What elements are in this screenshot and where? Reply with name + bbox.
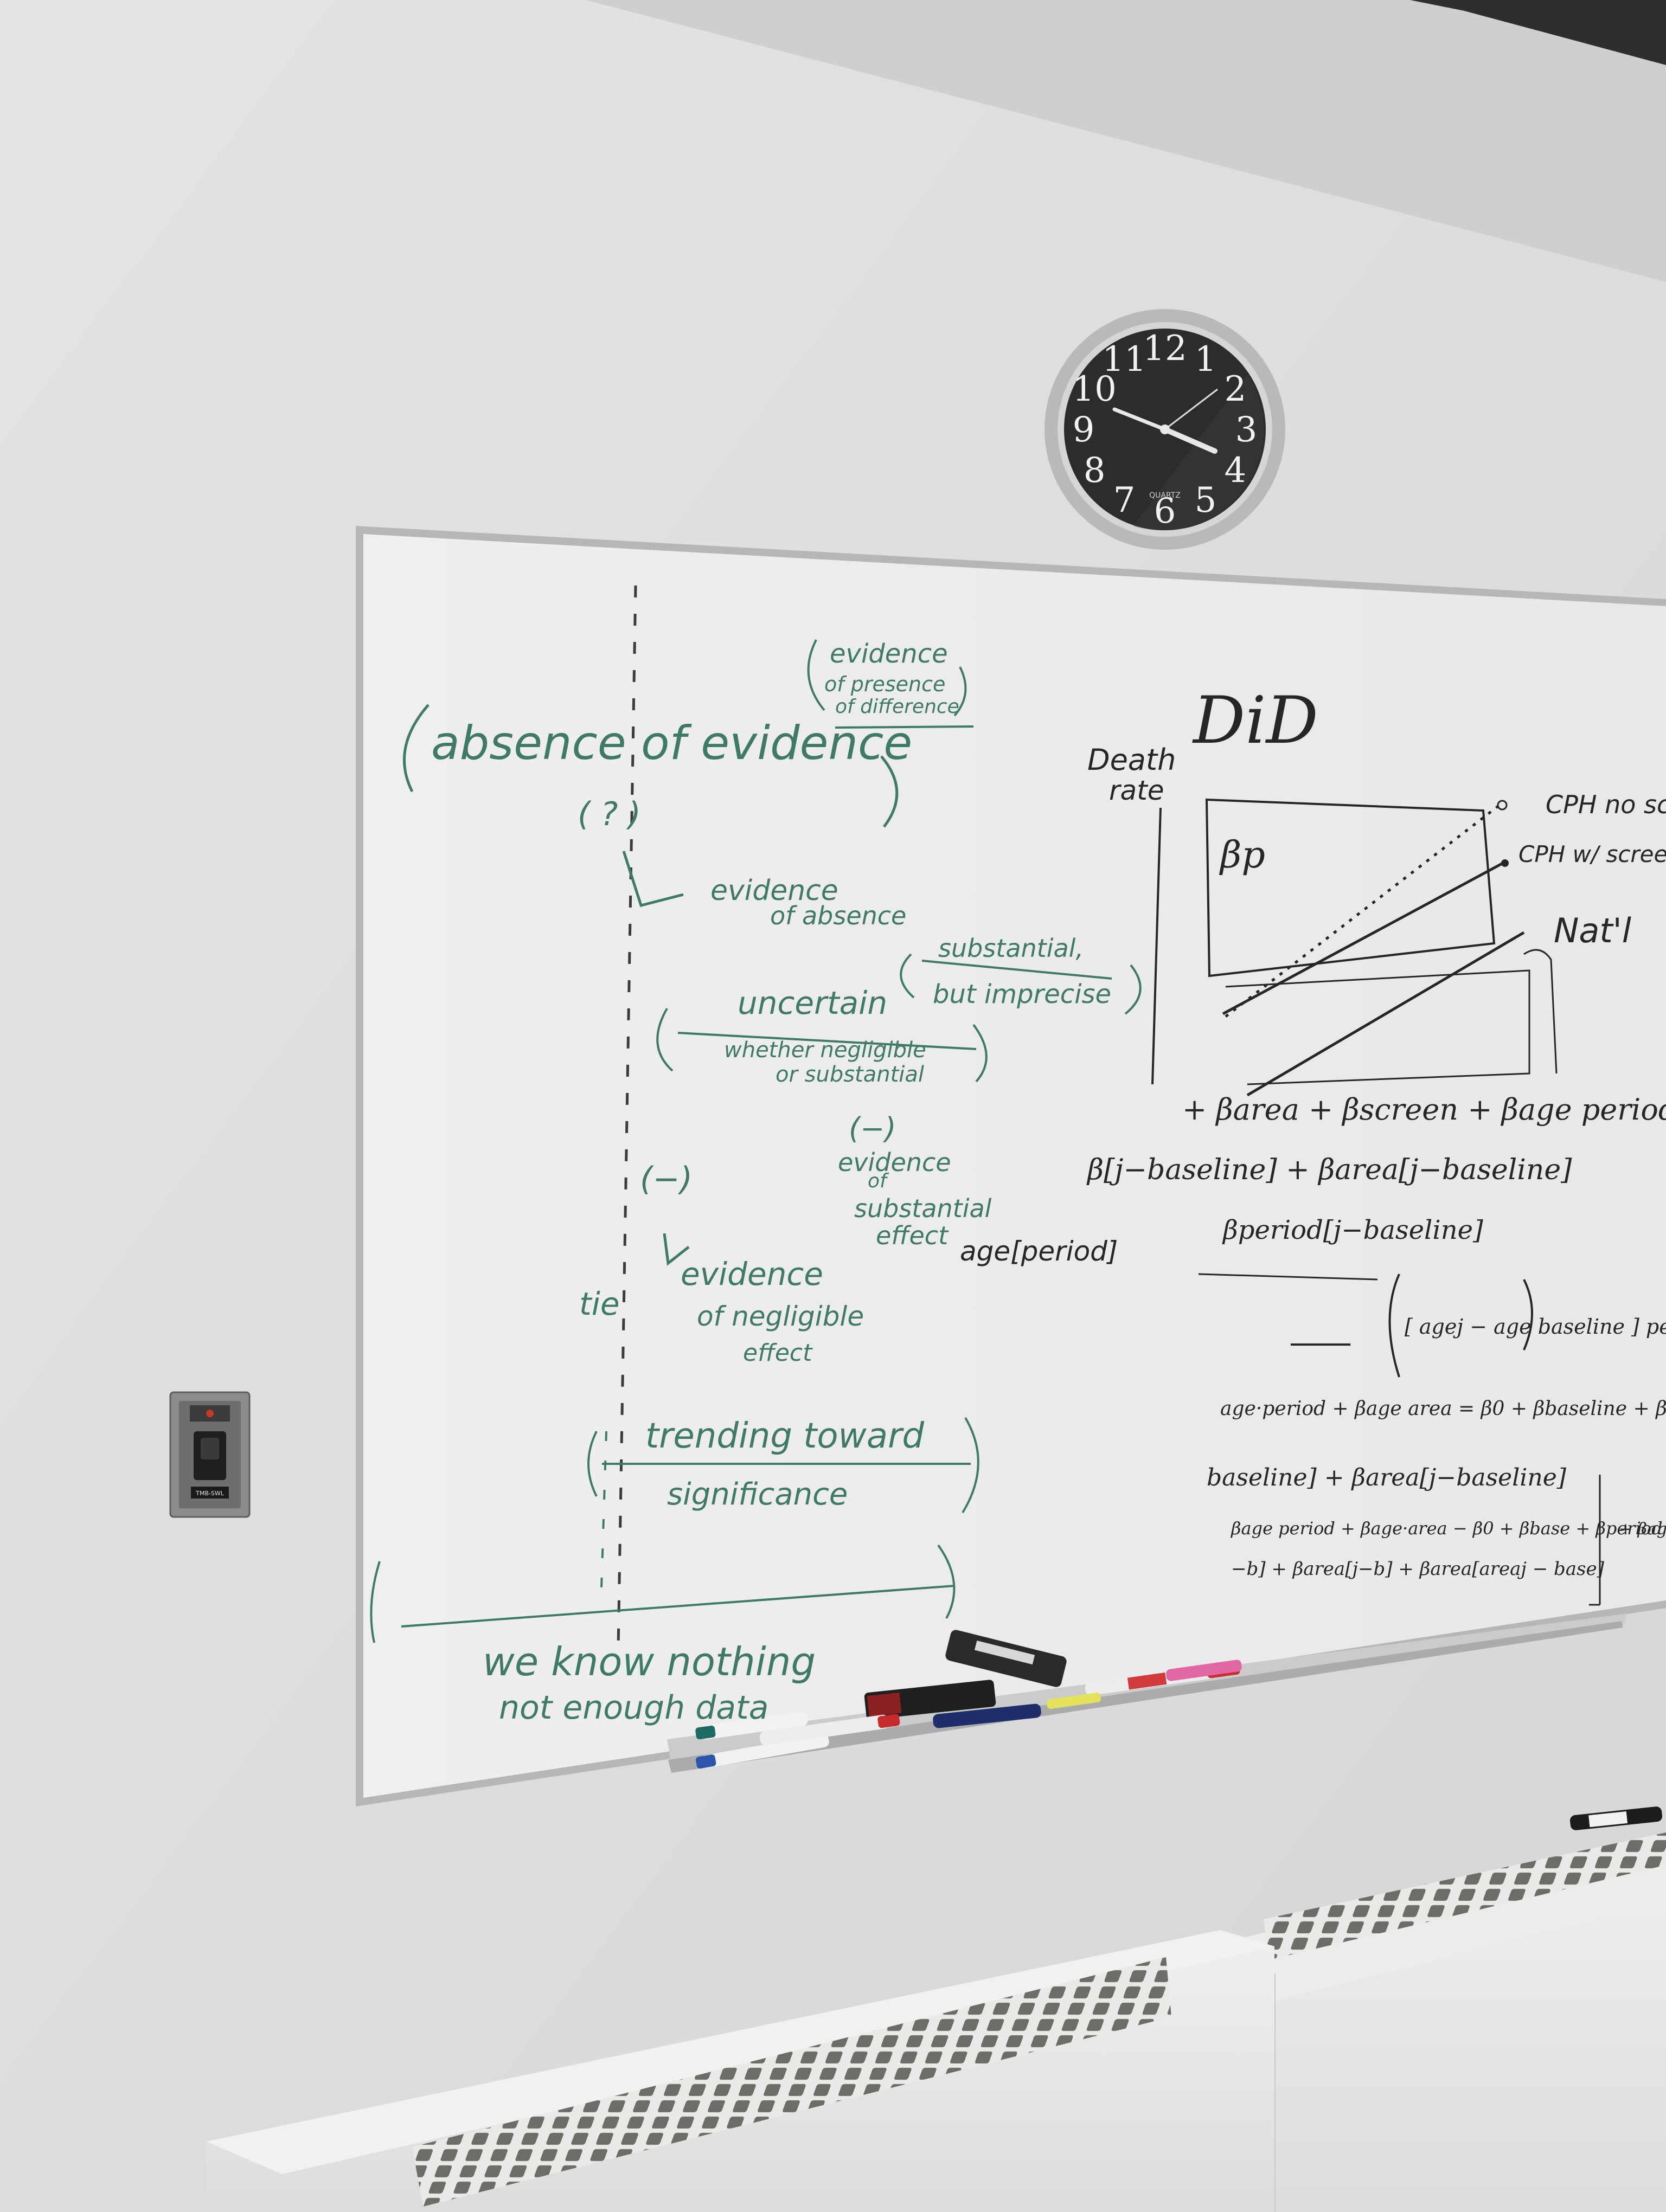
svg-text:evidence: evidence [710,874,838,907]
did-y-axis [1151,807,1162,1085]
black-notes: DiD Death rate βp CPH no sc CPH w/ scree… [960,683,1666,1606]
did-box-2 [1225,969,1530,1085]
note-death-rate: Death rate [1087,743,1176,806]
note-paren-q: ( ? ) [578,795,641,833]
did-line-natl [1246,931,1525,1097]
equation-line-5: age·period + βage area = β0 + βbaseline … [1220,1398,1666,1420]
equation-line-9: + βage [1619,1520,1666,1539]
whiteboard [356,526,1666,1806]
switch-label-plate [191,1487,229,1499]
note-trending: trending toward [645,1416,924,1456]
equation-line-3: βperiod[j−baseline] [1222,1215,1483,1245]
svg-text:substantial,: substantial, [938,934,1084,963]
did-box-1 [1205,798,1496,978]
note-paren-minus-1: (−) [849,1111,896,1146]
svg-text:rate: rate [1109,775,1164,806]
note-uncertain: uncertain [738,985,887,1021]
note-know-nothing: we know nothing [483,1639,816,1684]
svg-text:but imprecise: but imprecise [933,979,1111,1009]
clock-numeral: 1 [1195,339,1217,380]
note-evidence-substantial: evidence of substantial effect [838,1148,992,1250]
svg-text:evidence: evidence [681,1256,823,1293]
green-notes: evidence of presence of difference absen… [370,585,1142,1727]
ceiling-edge [1410,0,1666,65]
clock-brand: QUARTZ [1149,491,1181,500]
svg-text:effect: effect [876,1221,949,1250]
switch-label: TMB-SWL [195,1490,225,1497]
clock-second-hand [1164,388,1218,430]
radiator-left [206,1930,1274,2212]
equation-line-2: β[j−baseline] + βarea[j−baseline] [1086,1154,1572,1186]
note-cph-no-screening: CPH no sc [1546,790,1666,819]
clock-numeral: 3 [1235,410,1258,450]
marker-pink [1166,1660,1242,1681]
svg-text:or substantial: or substantial [776,1062,924,1087]
note-did: DiD [1192,683,1318,758]
markers-and-eraser [695,1630,1663,1830]
equation-line-6: baseline] + βarea[j−baseline] [1207,1464,1567,1491]
note-evidence-presence: evidence of presence of difference [824,639,959,718]
svg-text:of absence: of absence [770,901,906,930]
svg-text:of negligible: of negligible [697,1301,864,1332]
clock-numeral: 8 [1084,451,1106,491]
clock-numeral: 5 [1195,480,1217,520]
note-not-enough-data: not enough data [499,1689,768,1727]
clock-numeral: 6 [1154,491,1176,531]
marker-teal [700,1712,808,1740]
clock-hour-hand [1162,427,1218,454]
marker-red-black [759,1714,889,1746]
light-switch[interactable]: TMB-SWL [169,1391,251,1518]
equation-line-1: + βarea + βscreen + βage period + βage a… [1182,1092,1666,1127]
marker-navy [933,1703,1041,1728]
svg-text:of difference: of difference [835,696,959,718]
svg-text:evidence: evidence [838,1148,951,1177]
clock-minute-hand [1112,407,1167,432]
note-cph-w-screening: CPH w/ screeni [1518,841,1666,867]
note-natl: Nat'l [1554,911,1631,950]
clock-numeral: 2 [1225,369,1247,409]
note-absence-of-evidence: absence of evidence [431,716,912,770]
note-substantial-imprecise: substantial, but imprecise [933,934,1111,1009]
clock-numeral: 7 [1113,480,1136,520]
svg-text:of presence: of presence [824,672,945,696]
svg-text:effect: effect [743,1339,813,1367]
note-paren-minus-2: (−) [640,1160,693,1198]
note-evidence-negligible: evidence of negligible effect [681,1256,864,1367]
svg-text:Death: Death [1087,743,1176,777]
eraser [945,1630,1067,1687]
note-evidence-of-absence: evidence of absence [710,874,906,930]
radiator-right [1166,1832,1666,2212]
note-age-period: age[period] [960,1236,1118,1267]
ceiling-soffit [586,0,1666,282]
svg-text:evidence: evidence [830,639,948,669]
clock-numeral: 12 [1143,329,1187,369]
clock-numeral: 10 [1072,369,1116,409]
did-line-screening [1222,860,1506,1015]
equation-line-8: −b] + βarea[j−b] + βarea[areaj − base] [1231,1558,1605,1580]
marker-yellow [1047,1692,1101,1709]
clock-numeral: 4 [1225,451,1247,491]
note-tie: tie [579,1285,620,1322]
svg-text:substantial: substantial [854,1194,992,1223]
dashed-divider [617,585,637,1649]
equation-line-7: βage period + βage·area − β0 + βbase + β… [1231,1518,1666,1539]
note-beta-p: βp [1219,834,1265,877]
svg-text:of: of [868,1170,889,1192]
marker-blue [700,1734,829,1769]
equation-line-4: [ agej − age baseline ] period[1971− [1405,1315,1666,1339]
clock-numeral: 9 [1073,410,1095,450]
note-significance: significance [667,1477,848,1512]
clock-numeral: 11 [1102,339,1146,380]
